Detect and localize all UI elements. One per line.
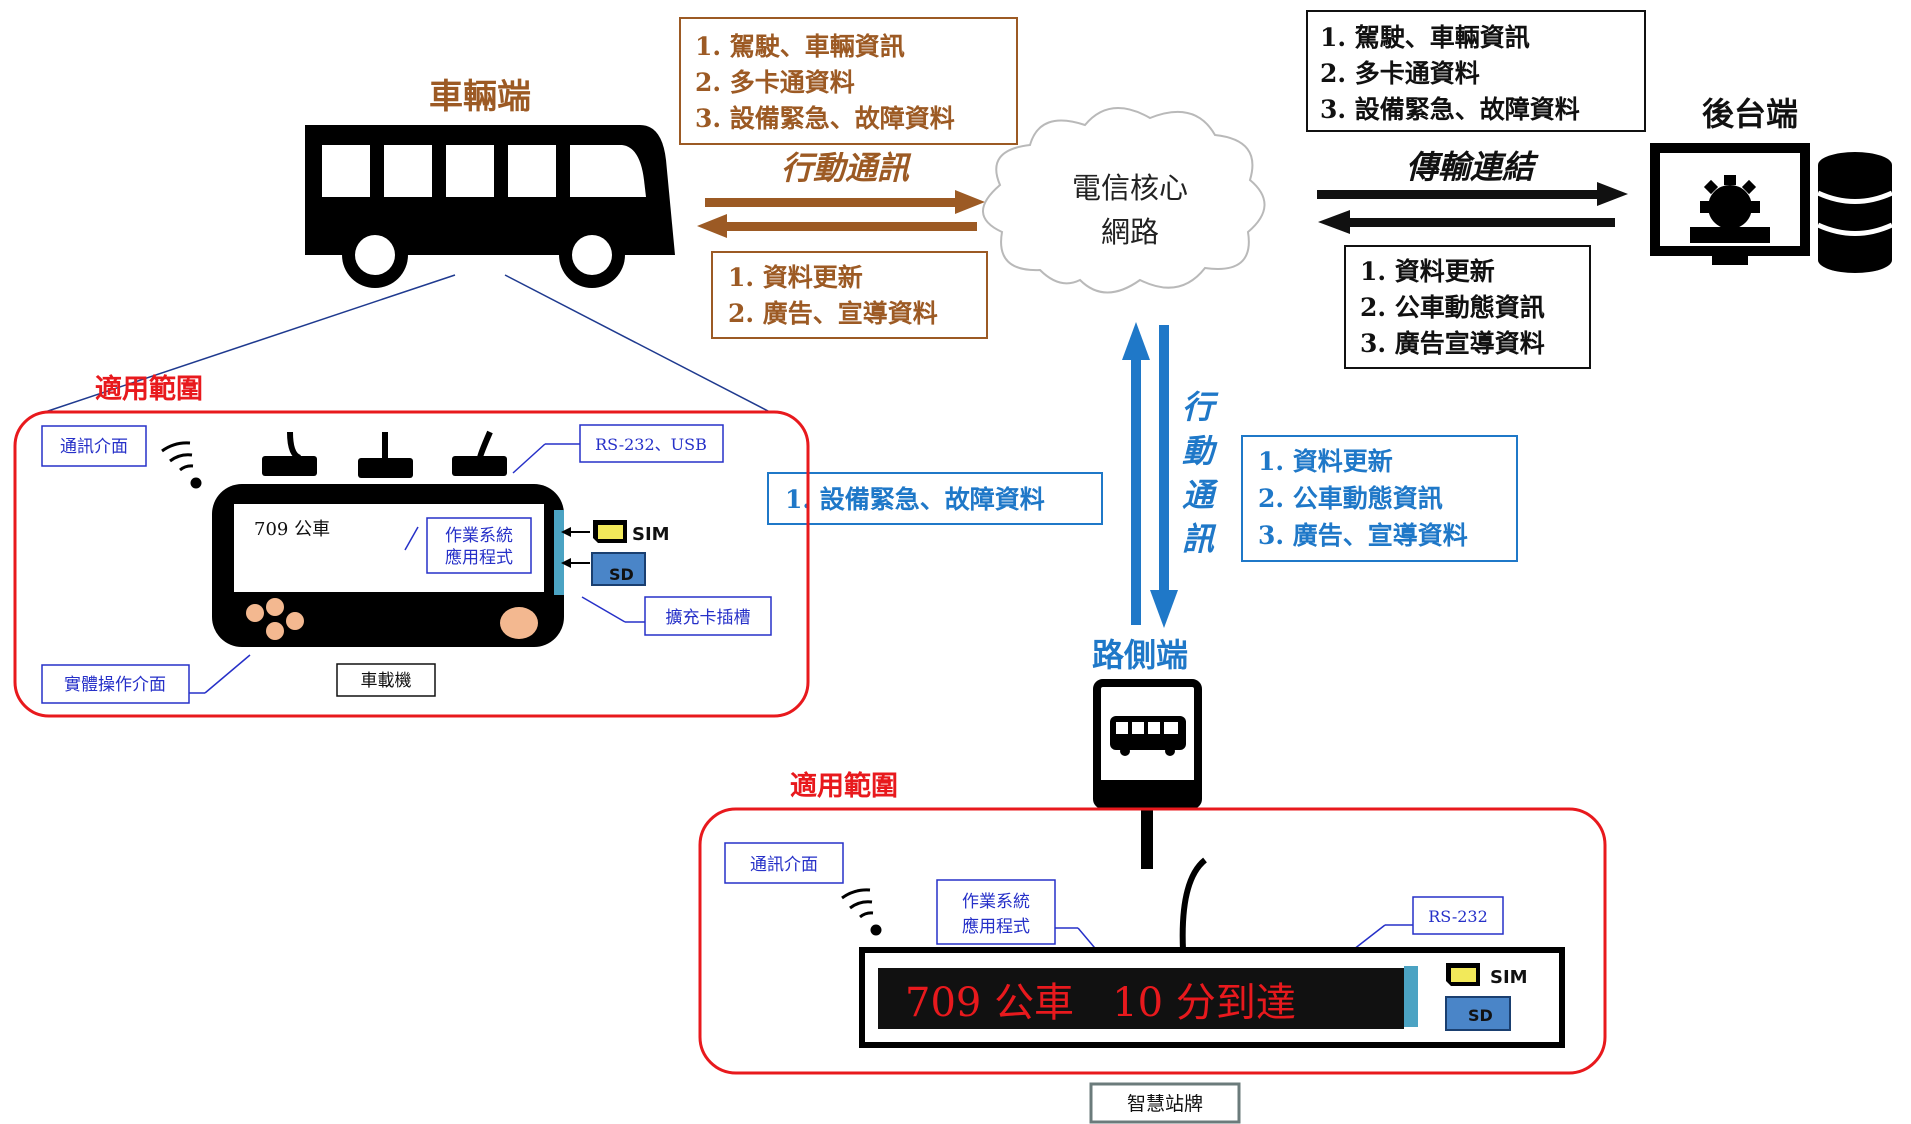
roadside-scope-frame [698, 807, 1607, 1075]
vehicle-network-arrows [697, 190, 985, 238]
roadside-device-label-box: 智慧站牌 [1089, 1082, 1241, 1124]
roadside-vertical-label-2: 動 [1182, 432, 1218, 470]
vehicle-uplink-box: 1. 駕駛、車輛資訊 2. 多卡通資料 3. 設備緊急、故障資料 [679, 17, 1018, 145]
led-display-text: 709 公車 10 分到達 [905, 980, 1296, 1026]
cloud-label-line-1: 電信核心 [1072, 171, 1188, 205]
vehicle-uplink-line-3: 3. 設備緊急、故障資料 [695, 104, 955, 133]
vehicle-uplink-line-2: 2. 多卡通資料 [695, 68, 855, 97]
vehicle-os-line-2: 應用程式 [445, 547, 513, 568]
vehicle-device-label-box: 車載機 [336, 663, 436, 697]
backend-uplink-box: 1. 駕駛、車輛資訊 2. 多卡通資料 3. 設備緊急、故障資料 [1306, 10, 1646, 132]
vehicle-comm-callout: 通訊介面 [41, 425, 147, 467]
vehicle-os-callout: 作業系統 應用程式 [404, 517, 532, 574]
backend-uplink-line-1: 1. 駕駛、車輛資訊 [1320, 23, 1530, 52]
vehicle-sim-label: SIM [632, 524, 670, 545]
vehicle-scope-label: 適用範圍 [95, 373, 203, 405]
vehicle-physical-callout: 實體操作介面 [41, 654, 251, 704]
roadside-sd-card-icon [1445, 996, 1511, 1031]
vehicle-ports-label: RS-232、USB [595, 435, 707, 454]
roadside-comm-label: 通訊介面 [750, 855, 818, 875]
backend-uplink-line-3: 3. 設備緊急、故障資料 [1320, 95, 1580, 124]
roadside-os-line-2: 應用程式 [962, 916, 1030, 937]
roadside-sim-card-icon [1446, 963, 1480, 986]
roadside-cable [1179, 857, 1208, 951]
vehicle-wifi-icon [161, 441, 202, 489]
vehicle-sim-card-icon [561, 520, 627, 543]
roadside-wifi-icon [841, 888, 882, 936]
server-monitor-icon [1650, 143, 1894, 273]
roadside-sim-label: SIM [1490, 967, 1528, 988]
vehicle-sd-card-icon [561, 552, 646, 586]
roadside-vertical-label-3: 通 [1182, 476, 1219, 514]
backend-link-label: 傳輸連結 [1406, 148, 1539, 186]
cloud-icon [982, 107, 1266, 294]
vehicle-downlink-box: 1. 資料更新 2. 廣告、宣導資料 [711, 251, 988, 339]
vehicle-os-line-1: 作業系統 [445, 526, 513, 546]
roadside-os-line-1: 作業系統 [962, 892, 1030, 912]
vehicle-scope-frame [13, 410, 810, 718]
backend-downlink-line-3: 3. 廣告宣導資料 [1360, 329, 1545, 358]
vehicle-screen-text: 709 公車 [254, 519, 330, 540]
cloud-label-line-2: 網路 [1101, 215, 1159, 249]
bus-stop-sign-icon [1093, 679, 1202, 869]
vehicle-downlink-line-2: 2. 廣告、宣導資料 [728, 299, 938, 328]
roadside-comm-callout: 通訊介面 [724, 842, 844, 884]
vehicle-slot-label: 擴充卡插槽 [666, 608, 751, 628]
vehicle-physical-label: 實體操作介面 [64, 675, 166, 695]
backend-uplink-line-2: 2. 多卡通資料 [1320, 59, 1480, 88]
roadside-device-label: 智慧站牌 [1127, 1093, 1203, 1115]
backend-downlink-box: 1. 資料更新 2. 公車動態資訊 3. 廣告宣導資料 [1344, 245, 1591, 369]
bus-icon [305, 125, 675, 288]
vehicle-device-label: 車載機 [361, 671, 412, 691]
vehicle-title: 車輛端 [429, 77, 531, 117]
vehicle-ports-callout: RS-232、USB [512, 424, 724, 474]
vehicle-sd-label: SD [609, 565, 634, 584]
roadside-os-callout: 作業系統 應用程式 [936, 879, 1106, 961]
roadside-port-label: RS-232 [1428, 907, 1488, 926]
vehicle-uplink-line-1: 1. 駕駛、車輛資訊 [695, 32, 905, 61]
backend-downlink-line-2: 2. 公車動態資訊 [1360, 293, 1545, 322]
backend-title: 後台端 [1702, 95, 1798, 133]
backend-downlink-line-1: 1. 資料更新 [1360, 257, 1495, 286]
roadside-downlink-box: 1. 資料更新 2. 公車動態資訊 3. 廣告、宣導資料 [1241, 435, 1518, 562]
roadside-sd-label: SD [1468, 1006, 1493, 1025]
vehicle-slot-callout: 擴充卡插槽 [581, 596, 772, 636]
vehicle-downlink-line-1: 1. 資料更新 [728, 263, 863, 292]
backend-network-arrows [1317, 182, 1628, 234]
roadside-network-arrows [1122, 322, 1178, 628]
roadside-downlink-line-3: 3. 廣告、宣導資料 [1258, 521, 1468, 550]
roadside-downlink-line-1: 1. 資料更新 [1258, 447, 1393, 476]
mobile-comm-label: 行動通訊 [781, 149, 912, 187]
database-icon [1816, 152, 1894, 273]
roadside-vertical-label-1: 行 [1182, 388, 1219, 426]
roadside-uplink-line-1: 1. 設備緊急、故障資料 [785, 485, 1045, 514]
roadside-uplink-box: 1. 設備緊急、故障資料 [767, 472, 1103, 525]
vehicle-comm-label: 通訊介面 [60, 437, 128, 457]
roadside-downlink-line-2: 2. 公車動態資訊 [1258, 484, 1443, 513]
roadside-vertical-label-4: 訊 [1182, 520, 1217, 558]
roadside-title: 路側端 [1092, 636, 1188, 674]
roadside-scope-label: 適用範圍 [790, 770, 898, 802]
